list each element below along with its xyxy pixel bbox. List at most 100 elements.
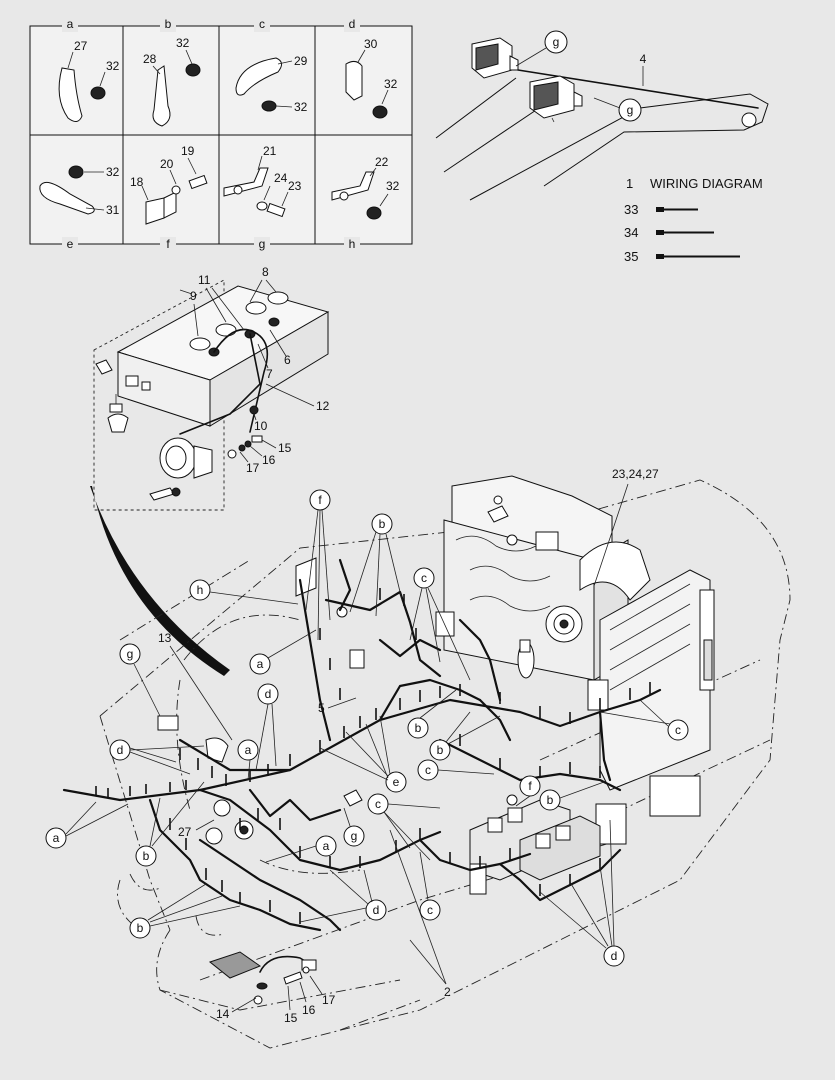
work-lamp-upper bbox=[471, 37, 519, 79]
letter-callout: g bbox=[119, 643, 161, 717]
legend-tie-33: 33 bbox=[624, 202, 638, 217]
cell-g-label-2: 24 bbox=[274, 171, 288, 185]
svg-text:g: g bbox=[127, 647, 134, 661]
callout-2: 2 bbox=[444, 985, 451, 999]
battery-callout-16: 16 bbox=[262, 453, 276, 467]
callout-16: 16 bbox=[302, 1003, 316, 1017]
cell-h-label-2: 32 bbox=[386, 179, 400, 193]
callout-14: 14 bbox=[216, 1007, 230, 1021]
cell-c-clamp: 29 32 bbox=[235, 54, 308, 114]
battery-callout-6: 6 bbox=[284, 353, 291, 367]
battery-callout-17: 17 bbox=[246, 461, 260, 475]
grid-col-g: g bbox=[259, 237, 266, 251]
letter-callout: c bbox=[599, 699, 689, 741]
letter-callout: b bbox=[135, 781, 205, 867]
svg-text:c: c bbox=[421, 571, 427, 585]
grid-col-a: a bbox=[67, 17, 74, 31]
battery-callout-15: 15 bbox=[278, 441, 292, 455]
letter-callout: a bbox=[237, 739, 259, 781]
svg-text:c: c bbox=[425, 763, 431, 777]
legend-wiring-label: WIRING DIAGRAM bbox=[650, 176, 763, 191]
grid-col-c: c bbox=[259, 17, 265, 31]
cell-a-label-2: 32 bbox=[106, 59, 120, 73]
letter-callout: f bbox=[305, 489, 331, 641]
svg-text:g: g bbox=[351, 829, 358, 843]
cell-e-label-2: 31 bbox=[106, 203, 120, 217]
grid-col-d: d bbox=[349, 17, 356, 31]
svg-text:f: f bbox=[318, 493, 322, 507]
letter-callout: c bbox=[419, 851, 441, 921]
work-lamp-lower bbox=[529, 75, 583, 123]
letter-callout: d bbox=[255, 683, 279, 771]
main-callouts: 23,24,27 13 5 27 2 14 15 16 17 f b bbox=[45, 467, 689, 1025]
cell-b-label-1: 28 bbox=[143, 52, 157, 66]
wiring-harness bbox=[62, 558, 662, 932]
cell-c-label-2: 32 bbox=[294, 100, 308, 114]
svg-text:b: b bbox=[547, 793, 554, 807]
svg-text:d: d bbox=[265, 687, 272, 701]
callout-5: 5 bbox=[318, 701, 325, 715]
tail-lamp bbox=[208, 951, 317, 1005]
cell-e-clamp: 32 31 bbox=[39, 165, 120, 217]
control-valve-blocks bbox=[469, 794, 601, 895]
svg-text:b: b bbox=[143, 849, 150, 863]
svg-text:c: c bbox=[375, 797, 381, 811]
battery-callout-8: 8 bbox=[262, 265, 269, 279]
letter-callout: b bbox=[429, 711, 501, 761]
lamp-callout-g-1: g bbox=[553, 35, 560, 49]
letter-callout: b bbox=[407, 689, 457, 739]
svg-text:h: h bbox=[197, 583, 204, 597]
cell-f-bracket: 20 19 18 bbox=[130, 144, 208, 225]
svg-text:a: a bbox=[53, 831, 60, 845]
letter-callout: a bbox=[249, 629, 317, 675]
lamp-callout-4: 4 bbox=[640, 52, 647, 66]
cell-h-bracket: 22 32 bbox=[331, 155, 400, 220]
boom-lamp-inset: g g 4 bbox=[435, 30, 769, 201]
alternator bbox=[545, 605, 583, 643]
cell-f-label-1: 20 bbox=[160, 157, 174, 171]
svg-text:c: c bbox=[675, 723, 681, 737]
svg-text:b: b bbox=[379, 517, 386, 531]
callout-17: 17 bbox=[322, 993, 336, 1007]
svg-text:a: a bbox=[245, 743, 252, 757]
svg-text:a: a bbox=[257, 657, 264, 671]
cable-tie-icon bbox=[656, 230, 714, 235]
letter-callout: b bbox=[349, 513, 403, 617]
svg-text:a: a bbox=[323, 839, 330, 853]
svg-text:b: b bbox=[415, 721, 422, 735]
svg-text:d: d bbox=[611, 949, 618, 963]
callout-13: 13 bbox=[158, 631, 172, 645]
letter-callout: b bbox=[539, 781, 605, 811]
letter-callout: g bbox=[343, 807, 365, 847]
engine-ref-label: 23,24,27 bbox=[612, 467, 659, 481]
cell-e-label-1: 32 bbox=[106, 165, 120, 179]
battery-box-inset: 8 11 9 6 7 12 10 15 16 17 bbox=[93, 265, 330, 511]
battery-callout-7: 7 bbox=[266, 367, 273, 381]
letter-callout: d bbox=[539, 819, 625, 967]
battery-callout-10: 10 bbox=[254, 419, 268, 433]
cell-g-label-1: 21 bbox=[263, 144, 277, 158]
cell-b-clamp: 28 32 bbox=[143, 36, 201, 127]
cell-b-label-2: 32 bbox=[176, 36, 190, 50]
letter-callout: c bbox=[417, 759, 495, 781]
cell-d-label-1: 30 bbox=[364, 37, 378, 51]
battery-switch bbox=[159, 437, 213, 479]
letter-callout: h bbox=[189, 579, 299, 605]
left-side-components bbox=[157, 557, 455, 845]
battery-callout-11: 11 bbox=[198, 273, 211, 287]
callout-27: 27 bbox=[178, 825, 192, 839]
legend-wiring-number: 1 bbox=[626, 176, 633, 191]
cable-tie-icon bbox=[656, 207, 698, 212]
lamp-callout-g-2: g bbox=[627, 103, 634, 117]
letter-callout: c bbox=[367, 793, 441, 861]
starter-motor bbox=[517, 639, 535, 679]
battery-callout-12: 12 bbox=[316, 399, 330, 413]
letter-callout: f bbox=[515, 775, 541, 807]
harness-clips bbox=[95, 588, 651, 924]
letter-callout: b bbox=[129, 883, 241, 939]
letter-callout: e bbox=[319, 715, 407, 793]
grid-col-b: b bbox=[165, 17, 172, 31]
parts-legend: 1 WIRING DIAGRAM 33 34 35 bbox=[624, 176, 763, 264]
legend-tie-34: 34 bbox=[624, 225, 638, 240]
